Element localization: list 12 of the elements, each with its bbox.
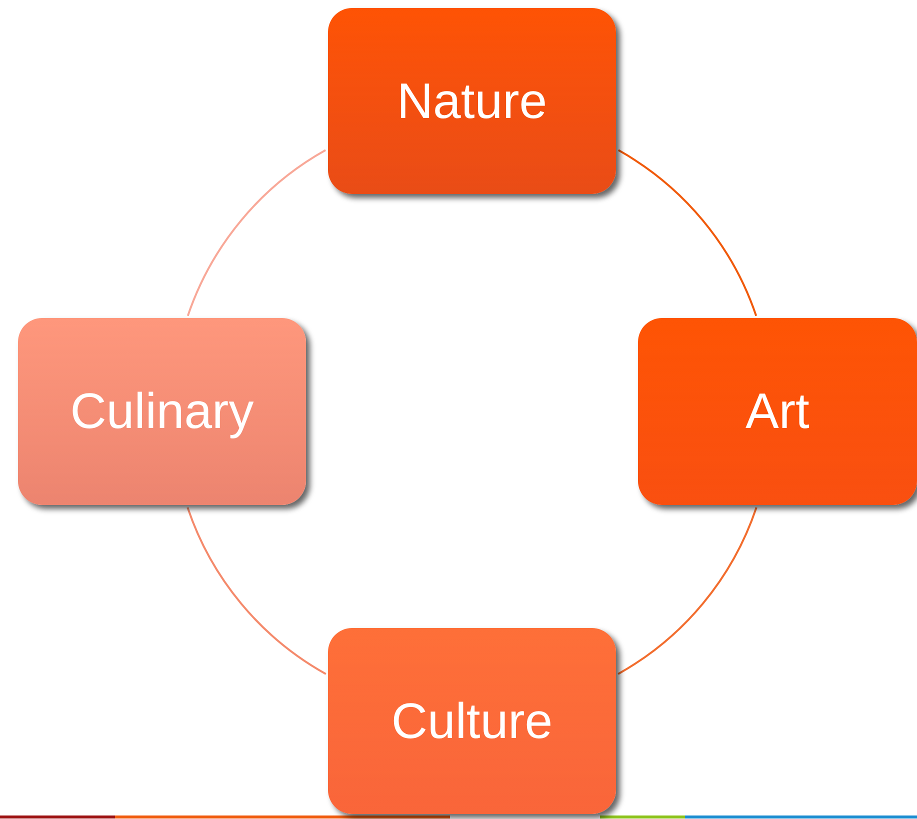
box-label: Nature: [396, 72, 548, 131]
connector-arc: [618, 149, 758, 316]
rounded-box: [328, 8, 616, 194]
connector-arc: [186, 507, 326, 675]
rounded-box: [638, 318, 917, 505]
box-label: Art: [746, 382, 810, 442]
rounded-box: [18, 318, 306, 505]
box-label: Culture: [391, 692, 553, 751]
rounded-box: [328, 628, 616, 814]
connector-arc: [186, 149, 326, 316]
connector-arc: [618, 507, 758, 675]
box-label: Culinary: [70, 382, 254, 442]
